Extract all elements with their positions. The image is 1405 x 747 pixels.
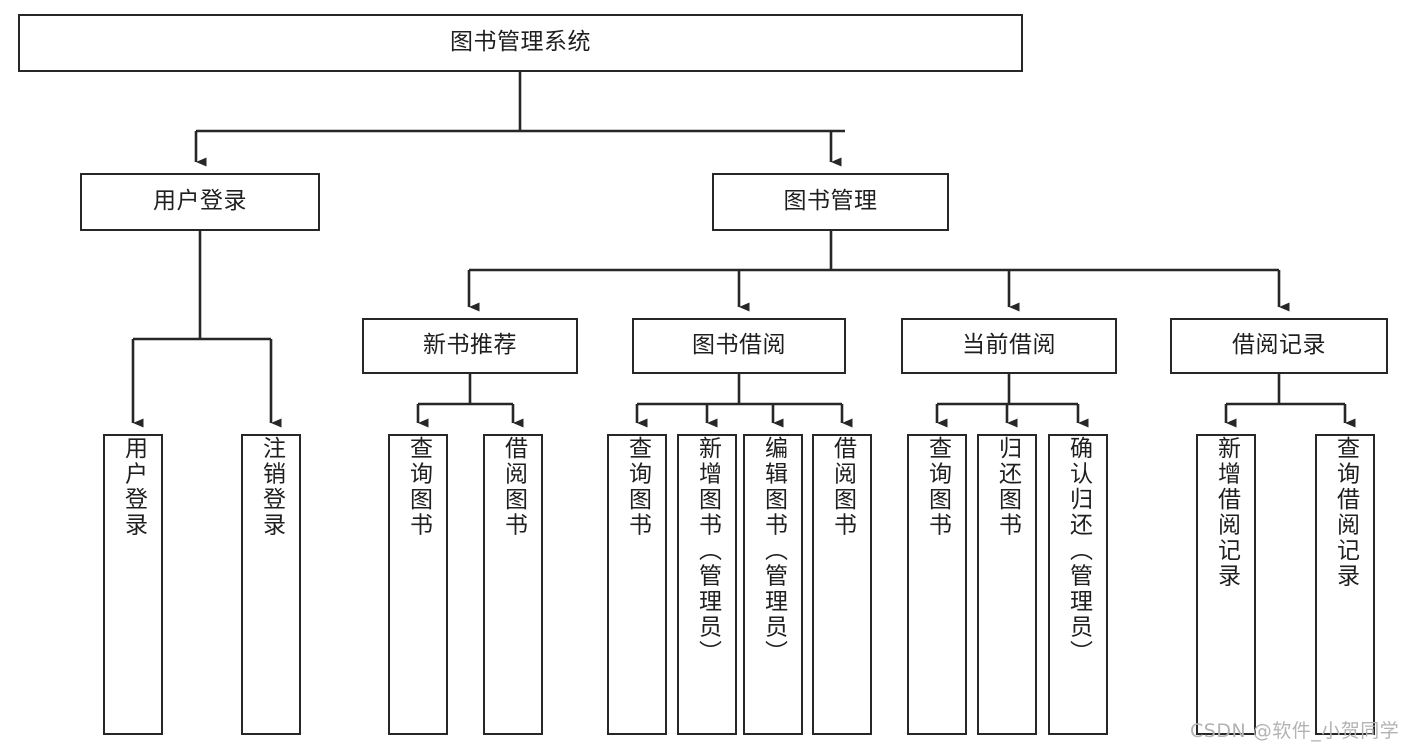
node-leaf-query-record-label: 查询借阅记录: [1332, 436, 1359, 589]
node-current-borrow-label: 当前借阅: [962, 332, 1056, 359]
node-leaf-add-record-label: 新增借阅记录: [1213, 436, 1240, 589]
node-leaf-borrow-book-2[interactable]: 借阅图书: [812, 434, 872, 735]
node-leaf-query-book-1[interactable]: 查询图书: [388, 434, 448, 735]
node-leaf-user-login[interactable]: 用户登录: [103, 434, 163, 735]
node-leaf-query-book-3-label: 查询图书: [924, 436, 951, 538]
node-leaf-return-book[interactable]: 归还图书: [977, 434, 1037, 735]
node-user-login[interactable]: 用户登录: [80, 173, 320, 231]
node-leaf-confirm-return-label: 确认归还（管理员）: [1065, 436, 1092, 666]
node-borrow-record[interactable]: 借阅记录: [1170, 318, 1388, 374]
node-leaf-add-book-label: 新增图书（管理员）: [694, 436, 721, 666]
node-leaf-borrow-book-1[interactable]: 借阅图书: [483, 434, 543, 735]
node-leaf-edit-book[interactable]: 编辑图书（管理员）: [743, 434, 803, 735]
node-book-borrow[interactable]: 图书借阅: [632, 318, 846, 374]
node-leaf-query-record[interactable]: 查询借阅记录: [1315, 434, 1375, 735]
node-book-manage[interactable]: 图书管理: [712, 173, 949, 231]
node-leaf-return-book-label: 归还图书: [994, 436, 1021, 538]
node-current-borrow[interactable]: 当前借阅: [901, 318, 1117, 374]
node-leaf-confirm-return[interactable]: 确认归还（管理员）: [1048, 434, 1108, 735]
node-leaf-query-book-2-label: 查询图书: [624, 436, 651, 538]
node-new-book-recommend[interactable]: 新书推荐: [362, 318, 578, 374]
node-leaf-add-record[interactable]: 新增借阅记录: [1196, 434, 1256, 735]
node-leaf-user-login-label: 用户登录: [120, 436, 147, 538]
node-leaf-borrow-book-1-label: 借阅图书: [500, 436, 527, 538]
node-leaf-query-book-1-label: 查询图书: [405, 436, 432, 538]
node-leaf-query-book-3[interactable]: 查询图书: [907, 434, 967, 735]
node-leaf-edit-book-label: 编辑图书（管理员）: [760, 436, 787, 666]
node-book-borrow-label: 图书借阅: [692, 332, 786, 359]
node-book-manage-label: 图书管理: [783, 188, 878, 215]
node-user-login-label: 用户登录: [153, 188, 247, 215]
node-new-book-recommend-label: 新书推荐: [423, 332, 517, 359]
node-leaf-logout[interactable]: 注销登录: [241, 434, 301, 735]
node-root[interactable]: 图书管理系统: [18, 14, 1023, 72]
node-leaf-borrow-book-2-label: 借阅图书: [829, 436, 856, 538]
node-leaf-query-book-2[interactable]: 查询图书: [607, 434, 667, 735]
node-leaf-add-book[interactable]: 新增图书（管理员）: [677, 434, 737, 735]
node-root-label: 图书管理系统: [450, 29, 591, 56]
node-borrow-record-label: 借阅记录: [1232, 332, 1326, 359]
node-leaf-logout-label: 注销登录: [258, 436, 285, 538]
